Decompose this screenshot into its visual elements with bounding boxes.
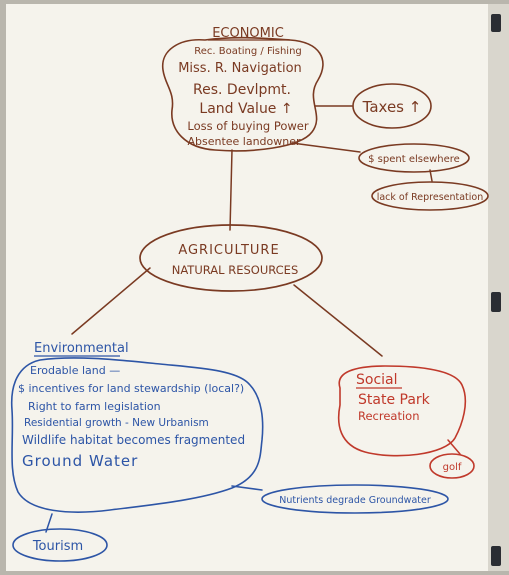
economic-item: Rec. Boating / Fishing	[194, 46, 302, 57]
taxes-label: Taxes ↑	[362, 98, 422, 116]
economic-item: Absentee landowner	[187, 135, 301, 148]
connector-social-golf	[447, 439, 461, 455]
tourism-node: Tourism	[12, 528, 108, 562]
economic-node: ECONOMIC Rec. Boating / Fishing Miss. R.…	[162, 26, 324, 152]
economic-outline	[162, 36, 324, 152]
golf-label: golf	[443, 462, 462, 473]
agriculture-line1: AGRICULTURE	[178, 243, 279, 258]
agriculture-line2: NATURAL RESOURCES	[172, 263, 299, 277]
social-node: Social State Park Recreation	[337, 365, 467, 457]
binder-clip-middle	[491, 292, 501, 312]
paper-sheet	[6, 4, 489, 571]
social-outline	[337, 365, 467, 457]
connector-environmental-nutrients	[231, 485, 263, 491]
economic-item: Land Value ↑	[199, 101, 292, 117]
taxes-node: Taxes ↑	[352, 83, 432, 129]
economic-item: Miss. R. Navigation	[178, 61, 302, 76]
nutrients-node: Nutrients degrade Groundwater	[261, 484, 449, 514]
environmental-item: Wildlife habitat becomes fragmented	[22, 433, 245, 447]
environmental-node: Environmental Erodable land — $ incentiv…	[10, 341, 264, 513]
connector-agriculture-social	[293, 284, 383, 357]
environmental-item: Ground Water	[22, 452, 138, 470]
agriculture-node: AGRICULTURE NATURAL RESOURCES	[139, 224, 323, 292]
environmental-item: Right to farm legislation	[28, 400, 161, 413]
connector-economic-agriculture	[229, 149, 233, 231]
economic-title: ECONOMIC	[212, 26, 284, 41]
golf-node: golf	[429, 453, 475, 479]
environmental-item: Erodable land —	[30, 364, 120, 377]
environmental-item: $ incentives for land stewardship (local…	[18, 382, 244, 395]
social-line1: State Park	[358, 392, 431, 408]
binder-clip-top	[491, 14, 501, 32]
spend-outline	[358, 143, 470, 173]
environmental-outline	[10, 357, 264, 513]
binder-clip-bottom	[491, 546, 501, 566]
tourism-outline	[12, 528, 108, 562]
representation-outline	[371, 181, 489, 211]
golf-outline	[429, 453, 475, 479]
economic-item: Res. Devlpmt.	[193, 82, 291, 98]
spend-label: $ spent elsewhere	[368, 154, 460, 165]
representation-label: lack of Representation	[377, 192, 484, 203]
spend-node: $ spent elsewhere	[358, 143, 470, 173]
taxes-outline	[352, 83, 432, 129]
agriculture-outline	[139, 224, 323, 292]
nutrients-label: Nutrients degrade Groundwater	[279, 495, 431, 506]
social-title: Social	[356, 372, 398, 388]
representation-node: lack of Representation	[371, 181, 489, 211]
nutrients-outline	[261, 484, 449, 514]
economic-item: Loss of buying Power	[187, 119, 308, 133]
environmental-item: Residential growth - New Urbanism	[24, 417, 209, 429]
environmental-title: Environmental	[34, 341, 129, 356]
connector-economic-spend	[291, 142, 361, 153]
connector-agriculture-environmental	[71, 267, 151, 335]
paper-edge	[488, 4, 509, 571]
social-line2: Recreation	[358, 409, 420, 423]
tourism-label: Tourism	[32, 539, 83, 554]
